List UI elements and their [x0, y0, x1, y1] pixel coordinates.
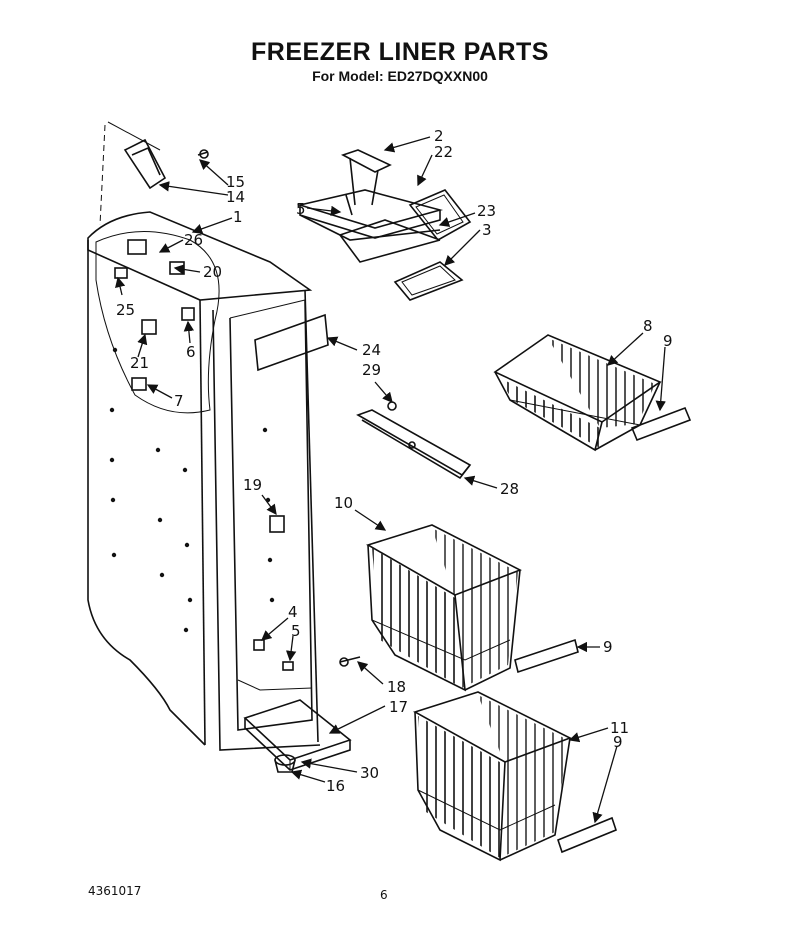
basket-trim-9c — [557, 816, 617, 854]
callout-11: 11 — [610, 719, 629, 737]
callout-19: 19 — [243, 476, 262, 494]
document-number: 4361017 — [88, 884, 142, 898]
callout-17: 17 — [389, 698, 408, 716]
shelf-bracket — [356, 401, 472, 480]
callout-5-lower: 5 — [291, 622, 301, 640]
trim-piece — [254, 313, 329, 372]
callout-23: 23 — [477, 202, 496, 220]
callout-8: 8 — [643, 317, 653, 335]
callout-29: 29 — [362, 361, 381, 379]
basket-trim-9a — [630, 406, 692, 442]
bottom-trim — [243, 699, 352, 771]
callout-22: 22 — [434, 143, 453, 161]
callout-25: 25 — [116, 301, 135, 319]
callout-1: 1 — [233, 208, 243, 226]
basket-8 — [493, 334, 662, 452]
callout-9-top: 9 — [663, 332, 673, 350]
callout-24: 24 — [362, 341, 381, 359]
callout-18: 18 — [387, 678, 406, 696]
callout-2: 2 — [434, 127, 444, 145]
callout-10: 10 — [334, 494, 353, 512]
basket-10 — [366, 524, 522, 692]
upper-bracket — [123, 138, 209, 190]
callout-9-middle: 9 — [603, 638, 613, 656]
page-number: 6 — [380, 888, 388, 902]
callout-26: 26 — [184, 231, 203, 249]
callout-9-bottom: 9 — [613, 733, 623, 751]
basket-trim-9b — [514, 638, 579, 674]
basket-11 — [412, 691, 573, 862]
callout-5-upper: 5 — [296, 200, 306, 218]
callout-30: 30 — [360, 764, 379, 782]
callout-16: 16 — [326, 777, 345, 795]
callout-6: 6 — [186, 343, 196, 361]
callout-4: 4 — [288, 603, 298, 621]
callout-20: 20 — [203, 263, 222, 281]
callout-labels: 1 2 3 4 5 5 6 7 8 9 9 9 10 11 14 15 16 1… — [116, 127, 673, 795]
callout-14: 14 — [226, 188, 245, 206]
page-title: FREEZER LINER PARTS — [251, 38, 549, 66]
callout-15: 15 — [226, 173, 245, 191]
callout-28: 28 — [500, 480, 519, 498]
callout-7: 7 — [174, 392, 184, 410]
ice-shelf-assembly — [296, 149, 472, 301]
callout-3: 3 — [482, 221, 492, 239]
callout-21: 21 — [130, 354, 149, 372]
leader-lines — [115, 136, 666, 824]
foot-30 — [274, 754, 296, 773]
model-subtitle: For Model: ED27DQXXN00 — [312, 68, 488, 84]
screw-18 — [339, 656, 361, 667]
freezer-liner — [87, 121, 321, 751]
